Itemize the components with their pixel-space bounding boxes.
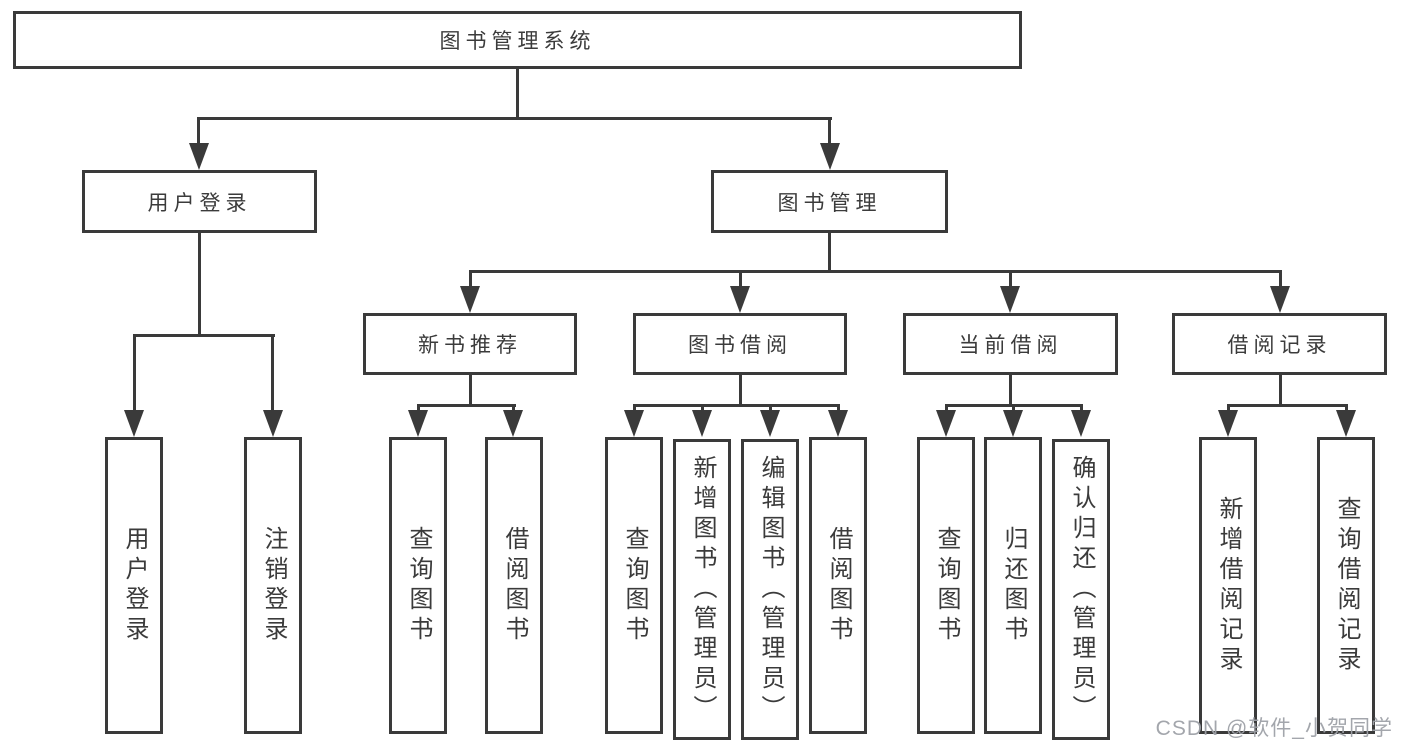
arrowhead-down-icon [730,286,750,313]
arrowhead-down-icon [1218,410,1238,437]
arrowhead-down-icon [408,410,428,437]
connector-line-vertical [271,334,274,412]
leaf-query-books-recommend: 查询图书 [389,437,447,734]
leaf-label: 新增借阅记录 [1215,495,1242,676]
arrowhead-down-icon [1270,286,1290,313]
arrowhead-down-icon [460,286,480,313]
arrowhead-down-icon [624,410,644,437]
leaf-add-borrow-record: 新增借阅记录 [1199,437,1257,734]
arrowhead-down-icon [1000,286,1020,313]
leaf-label: 查询图书 [933,525,960,646]
node-book-borrowing: 图书借阅 [633,313,847,375]
node-borrowing-records: 借阅记录 [1172,313,1387,375]
leaf-label: 查询图书 [405,525,432,646]
connector-line-vertical [469,373,472,407]
connector-line-vertical [197,117,200,147]
node-current-borrowing: 当前借阅 [903,313,1118,375]
leaf-logout: 注销登录 [244,437,302,734]
arrowhead-down-icon [124,410,144,437]
node-label: 用户登录 [147,191,252,215]
arrowhead-down-icon [828,410,848,437]
connector-line-vertical [701,404,704,413]
arrowhead-down-icon [760,410,780,437]
connector-line-vertical [1009,270,1012,289]
arrowhead-down-icon [692,410,712,437]
connector-line-vertical [1279,270,1282,289]
node-label: 图书借阅 [688,334,792,357]
node-label: 新书推荐 [418,334,522,357]
leaf-label: 借阅图书 [501,525,528,646]
leaf-confirm-return-admin: 确认归还（管理员） [1052,439,1110,740]
connector-line-vertical [516,69,519,120]
connector-line-vertical [945,404,948,413]
connector-line-vertical [828,117,831,147]
connector-line-vertical [633,404,636,413]
leaf-label: 确认归还（管理员） [1068,454,1095,725]
leaf-add-books-admin: 新增图书（管理员） [673,439,731,740]
node-label: 借阅记录 [1227,334,1332,357]
leaf-label: 注销登录 [260,525,287,646]
connector-line-vertical [1279,373,1282,407]
connector-line-vertical [1227,404,1230,413]
connector-line-vertical [469,270,472,289]
leaf-edit-books-admin: 编辑图书（管理员） [741,439,799,740]
leaf-borrow-books-borrowing: 借阅图书 [809,437,867,734]
leaf-label: 归还图书 [1000,525,1027,646]
leaf-label: 查询借阅记录 [1333,495,1360,676]
arrowhead-down-icon [1003,410,1023,437]
node-label: 图书管理系统 [439,30,596,53]
connector-line-horizontal [1227,404,1348,407]
leaf-user-login: 用户登录 [105,437,163,734]
node-label: 当前借阅 [958,334,1063,357]
leaf-query-books-current: 查询图书 [917,437,975,734]
arrowhead-down-icon [936,410,956,437]
leaf-label: 查询图书 [621,525,648,646]
connector-line-horizontal [198,117,832,120]
connector-line-vertical [1009,373,1012,407]
connector-line-vertical [739,270,742,289]
connector-line-vertical [837,404,840,413]
leaf-label: 新增图书（管理员） [689,454,716,725]
arrowhead-down-icon [263,410,283,437]
arrowhead-down-icon [1071,410,1091,437]
connector-line-vertical [828,232,831,273]
connector-line-horizontal [133,334,275,337]
connector-line-horizontal [417,404,516,407]
connector-line-vertical [198,232,201,337]
leaf-label: 用户登录 [121,525,148,646]
leaf-label: 编辑图书（管理员） [757,454,784,725]
leaf-query-borrow-record: 查询借阅记录 [1317,437,1375,734]
connector-line-horizontal [633,404,840,407]
connector-line-vertical [417,404,420,413]
csdn-watermark: CSDN @软件_小贺同学 [1155,717,1393,740]
connector-line-vertical [769,404,772,413]
connector-line-vertical [1080,404,1083,413]
connector-line-vertical [739,373,742,407]
connector-line-vertical [1012,404,1015,413]
arrowhead-down-icon [189,143,209,170]
node-new-book-recommendation: 新书推荐 [363,313,577,375]
leaf-query-books-borrowing: 查询图书 [605,437,663,734]
connector-line-vertical [1345,404,1348,413]
connector-line-vertical [133,334,136,412]
connector-line-vertical [512,404,515,413]
node-label: 图书管理 [777,191,882,215]
node-user-login: 用户登录 [82,170,317,233]
leaf-borrow-books-recommend: 借阅图书 [485,437,543,734]
arrowhead-down-icon [503,410,523,437]
leaf-label: 借阅图书 [825,525,852,646]
leaf-return-books: 归还图书 [984,437,1042,734]
node-library-management-system: 图书管理系统 [13,11,1022,69]
connector-line-horizontal [469,270,1282,273]
arrowhead-down-icon [1336,410,1356,437]
node-book-management: 图书管理 [711,170,948,233]
arrowhead-down-icon [820,143,840,170]
